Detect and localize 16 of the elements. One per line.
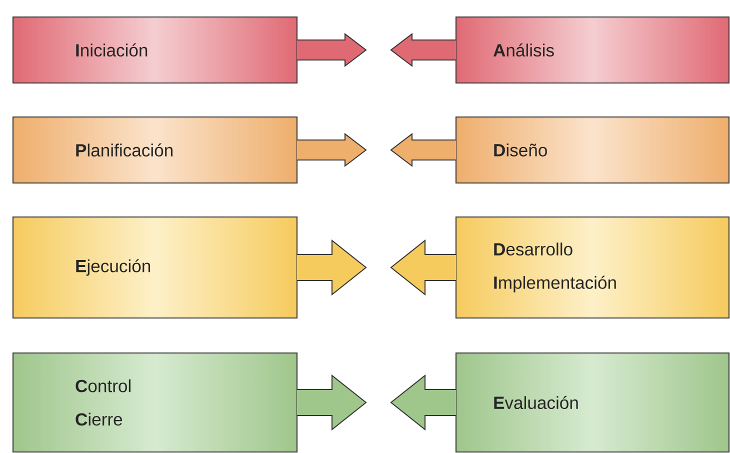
block-arrow xyxy=(390,32,457,68)
process-box: Iniciación xyxy=(12,16,298,84)
process-box: Desarrollo Implementación xyxy=(455,216,730,319)
block-arrow xyxy=(296,32,367,68)
process-box: Planificación xyxy=(12,116,298,184)
process-box: Evaluación xyxy=(455,352,730,453)
block-arrow xyxy=(296,239,367,296)
block-arrow xyxy=(390,374,457,431)
process-box: Diseño xyxy=(455,116,730,184)
block-arrow xyxy=(296,132,367,168)
process-box: Control Cierre xyxy=(12,352,298,453)
process-box: Ejecución xyxy=(12,216,298,319)
block-arrow xyxy=(390,132,457,168)
block-arrow xyxy=(296,374,367,431)
process-box: Análisis xyxy=(455,16,730,84)
block-arrow xyxy=(390,239,457,296)
